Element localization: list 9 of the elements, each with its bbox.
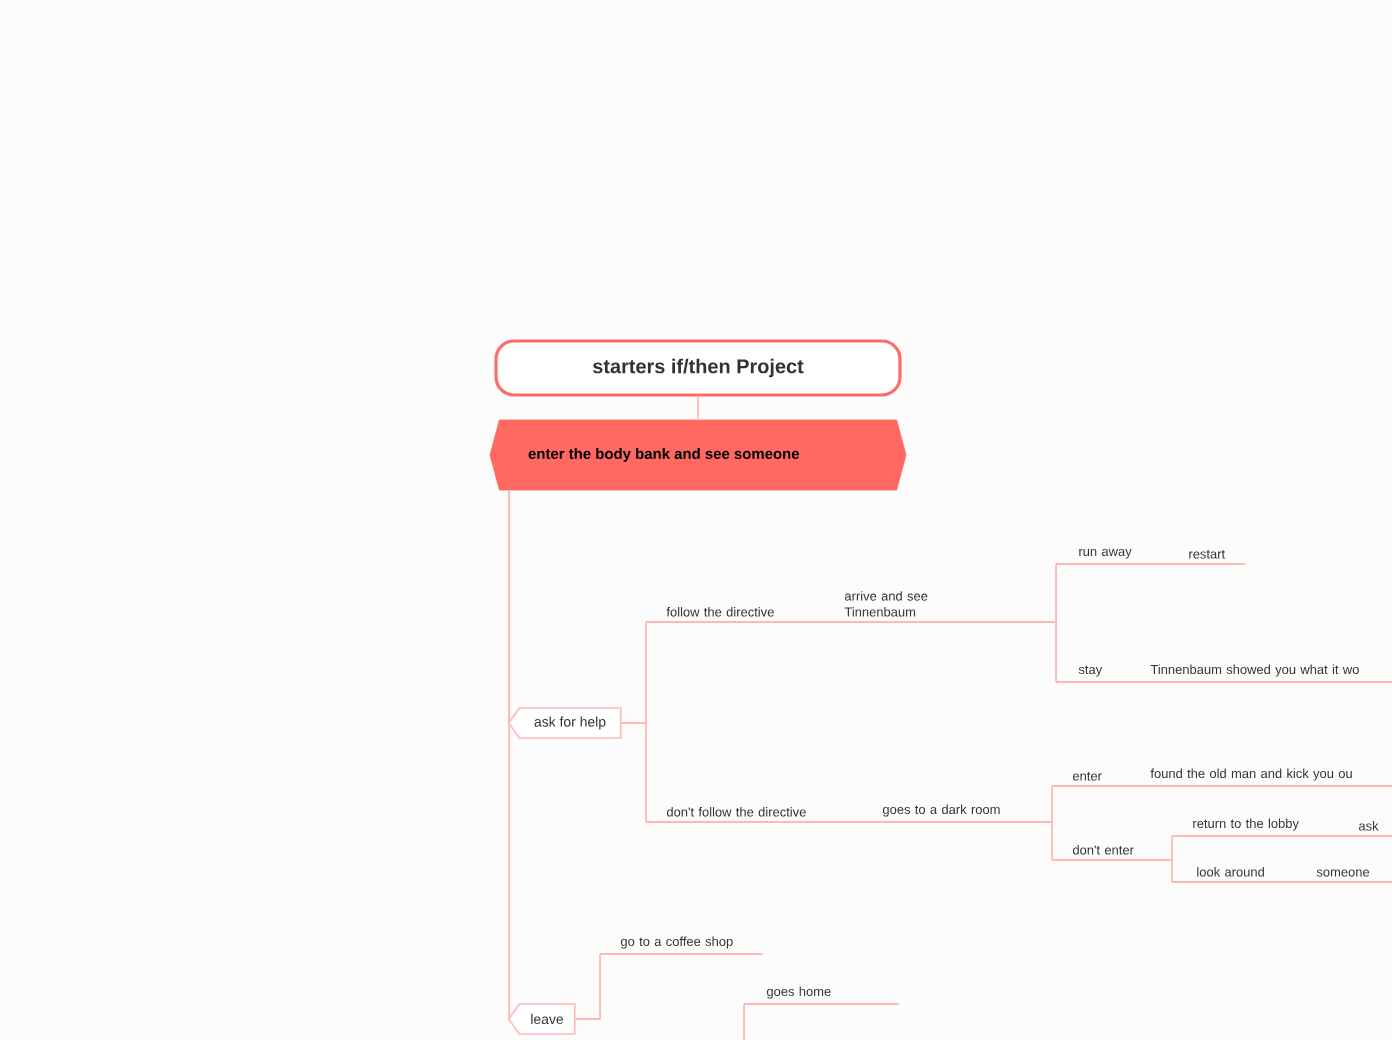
- connector-line: [574, 953, 601, 1020]
- connector-line: [506, 489, 510, 1020]
- connector-line: [1035, 821, 1053, 861]
- connector-line: [697, 395, 699, 421]
- connector-line: [743, 1003, 745, 1040]
- connector-line: [620, 722, 647, 823]
- connector-line: [1155, 859, 1173, 883]
- connector-line: [1039, 621, 1057, 683]
- central-topic-box: starters if/then Project: [494, 339, 902, 397]
